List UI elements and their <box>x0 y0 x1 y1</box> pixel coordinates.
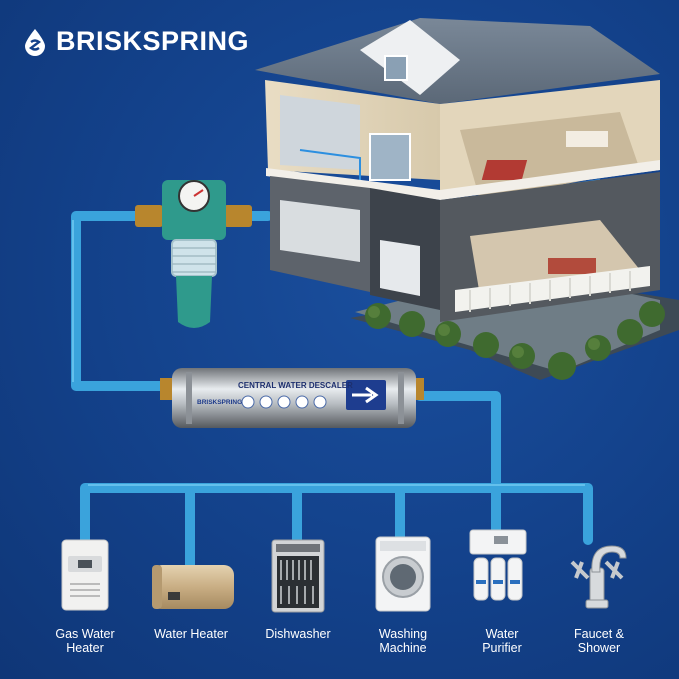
brand-logo-icon <box>25 28 45 56</box>
descaler-title: CENTRAL WATER DESCALER <box>238 381 353 390</box>
descaler-brand: BRISKSPRING <box>197 399 242 406</box>
label-dishwasher: Dishwasher <box>265 627 331 641</box>
faucet-icon <box>570 545 627 609</box>
label-washing-machine: Washing Machine <box>378 627 428 655</box>
brand-header: BRISKSPRING <box>20 26 249 57</box>
water-heater-icon <box>152 565 234 609</box>
pipe-network <box>71 211 593 570</box>
water-purifier-icon <box>469 529 527 601</box>
label-water-heater: Water Heater <box>154 627 228 641</box>
pre-filter-device <box>135 180 252 328</box>
dishwasher-icon <box>271 539 325 613</box>
gas-water-heater-icon <box>61 539 109 611</box>
label-gas-water-heater: Gas Water Heater <box>55 627 115 655</box>
water-descaler-device: CENTRAL WATER DESCALER BRISKSPRING <box>160 368 424 428</box>
house-cutaway <box>255 18 679 380</box>
label-water-purifier: Water Purifier <box>482 627 522 655</box>
brand-name: BRISKSPRING <box>56 26 250 56</box>
label-faucet-shower: Faucet & Shower <box>573 627 625 655</box>
washing-machine-icon <box>375 536 431 612</box>
